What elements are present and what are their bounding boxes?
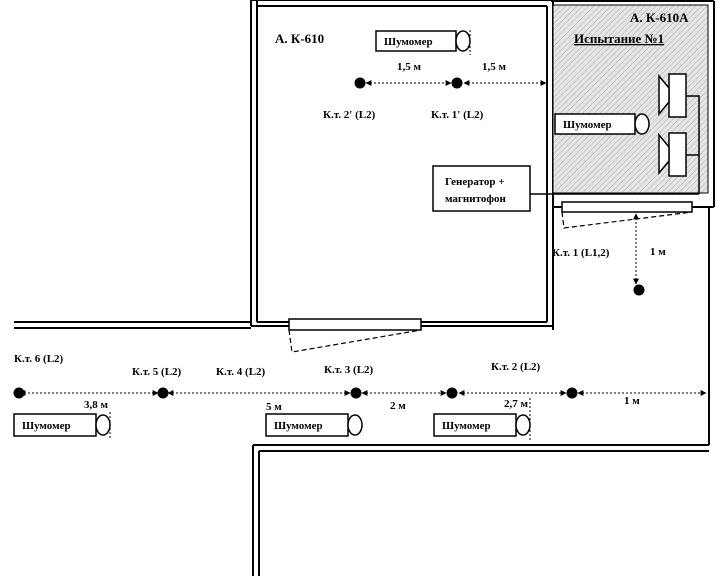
point-3 [350,387,362,399]
point-1prime [451,77,463,89]
distance-label-1-5-left: 1,5 м [397,61,422,73]
generator-label-line1: Генератор + [445,176,505,188]
noise-meter-c1-label: Шумомер [22,420,71,432]
speaker-box-top [668,73,687,118]
noise-meter-c2-label: Шумомер [274,420,323,432]
noise-meter-main-label: Шумомер [384,36,433,48]
loudspeakers [530,73,700,195]
main-room-label: А. К-610 [275,31,324,46]
measurement-points [13,77,645,399]
test-room-subtitle: Испытание №1 [574,31,664,46]
generator-box [432,165,531,212]
generator-label-line2: магнитофон [445,193,506,205]
main-door-swing [288,329,422,353]
point-label-6: К.т. 6 (L2) [14,353,64,365]
point-corridor-end [566,387,578,399]
distance-label-3-8: 3,8 м [84,399,109,411]
corridor-walls [14,207,710,576]
speaker-cone-top [658,73,670,117]
speaker-cable [530,95,700,195]
distance-label-1m-corridor: 1 м [624,395,640,407]
distance-label-2: 2 м [390,400,406,412]
test-room-label: А. К-610А [630,10,689,25]
point-6 [13,387,25,399]
point-label-2: К.т. 2 (L2) [491,361,541,373]
point-label-2prime: К.т. 2' (L2) [323,109,376,121]
noise-meter-test-label: Шумомер [563,119,612,131]
speaker-cone-bottom [658,132,670,176]
distance-label-2-7: 2,7 м [504,398,529,410]
distance-label-5: 5 м [266,401,282,413]
main-door[interactable] [288,318,422,331]
noise-meter-test-room: Шумомер [554,113,650,135]
point-2 [446,387,458,399]
noise-meter-corridor-3: Шумомер [433,398,531,440]
distance-label-1-5-right: 1,5 м [482,61,507,73]
point-5 [157,387,169,399]
point-label-5: К.т. 5 (L2) [132,366,182,378]
point-label-4: К.т. 4 (L2) [216,366,266,378]
test-room-door[interactable] [561,201,693,213]
dimension-lines [19,80,707,396]
speaker-box-bottom [668,132,687,177]
point-label-3: К.т. 3 (L2) [324,364,374,376]
noise-meter-main: Шумомер [375,30,471,55]
point-1 [633,284,645,296]
noise-meter-corridor-2: Шумомер [265,413,363,437]
point-label-1: К.т. 1 (L1,2) [552,247,610,259]
test-room-door-swing [561,211,693,229]
noise-meter-c3-label: Шумомер [442,420,491,432]
point-2prime [354,77,366,89]
distance-label-1m-vertical: 1 м [650,246,666,258]
noise-meter-corridor-1: Шумомер [13,412,111,440]
point-label-1prime: К.т. 1' (L2) [431,109,484,121]
